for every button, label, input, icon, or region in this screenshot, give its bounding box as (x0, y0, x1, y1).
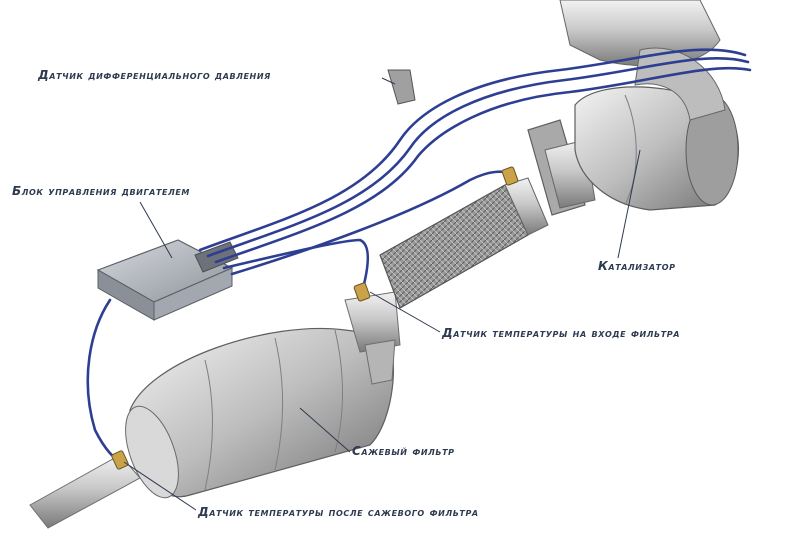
label-catalytic-converter: Катализатор (598, 258, 676, 274)
flex-pipe (380, 178, 548, 308)
pre-converter-temp-sensor (502, 166, 519, 185)
label-post-filter-temp-sensor: Датчик температуры после сажевого фильтр… (198, 504, 479, 520)
differential-pressure-sensor-bracket (388, 70, 415, 104)
label-engine-control-unit: Блок управления двигателем (12, 183, 190, 199)
label-differential-pressure-sensor: Датчик дифференциального давления (38, 67, 271, 83)
soot-filter-body (115, 328, 394, 504)
label-filter-inlet-temp-sensor: Датчик температуры на входе фильтра (442, 325, 680, 341)
label-soot-filter: Сажевый фильтр (352, 443, 455, 459)
